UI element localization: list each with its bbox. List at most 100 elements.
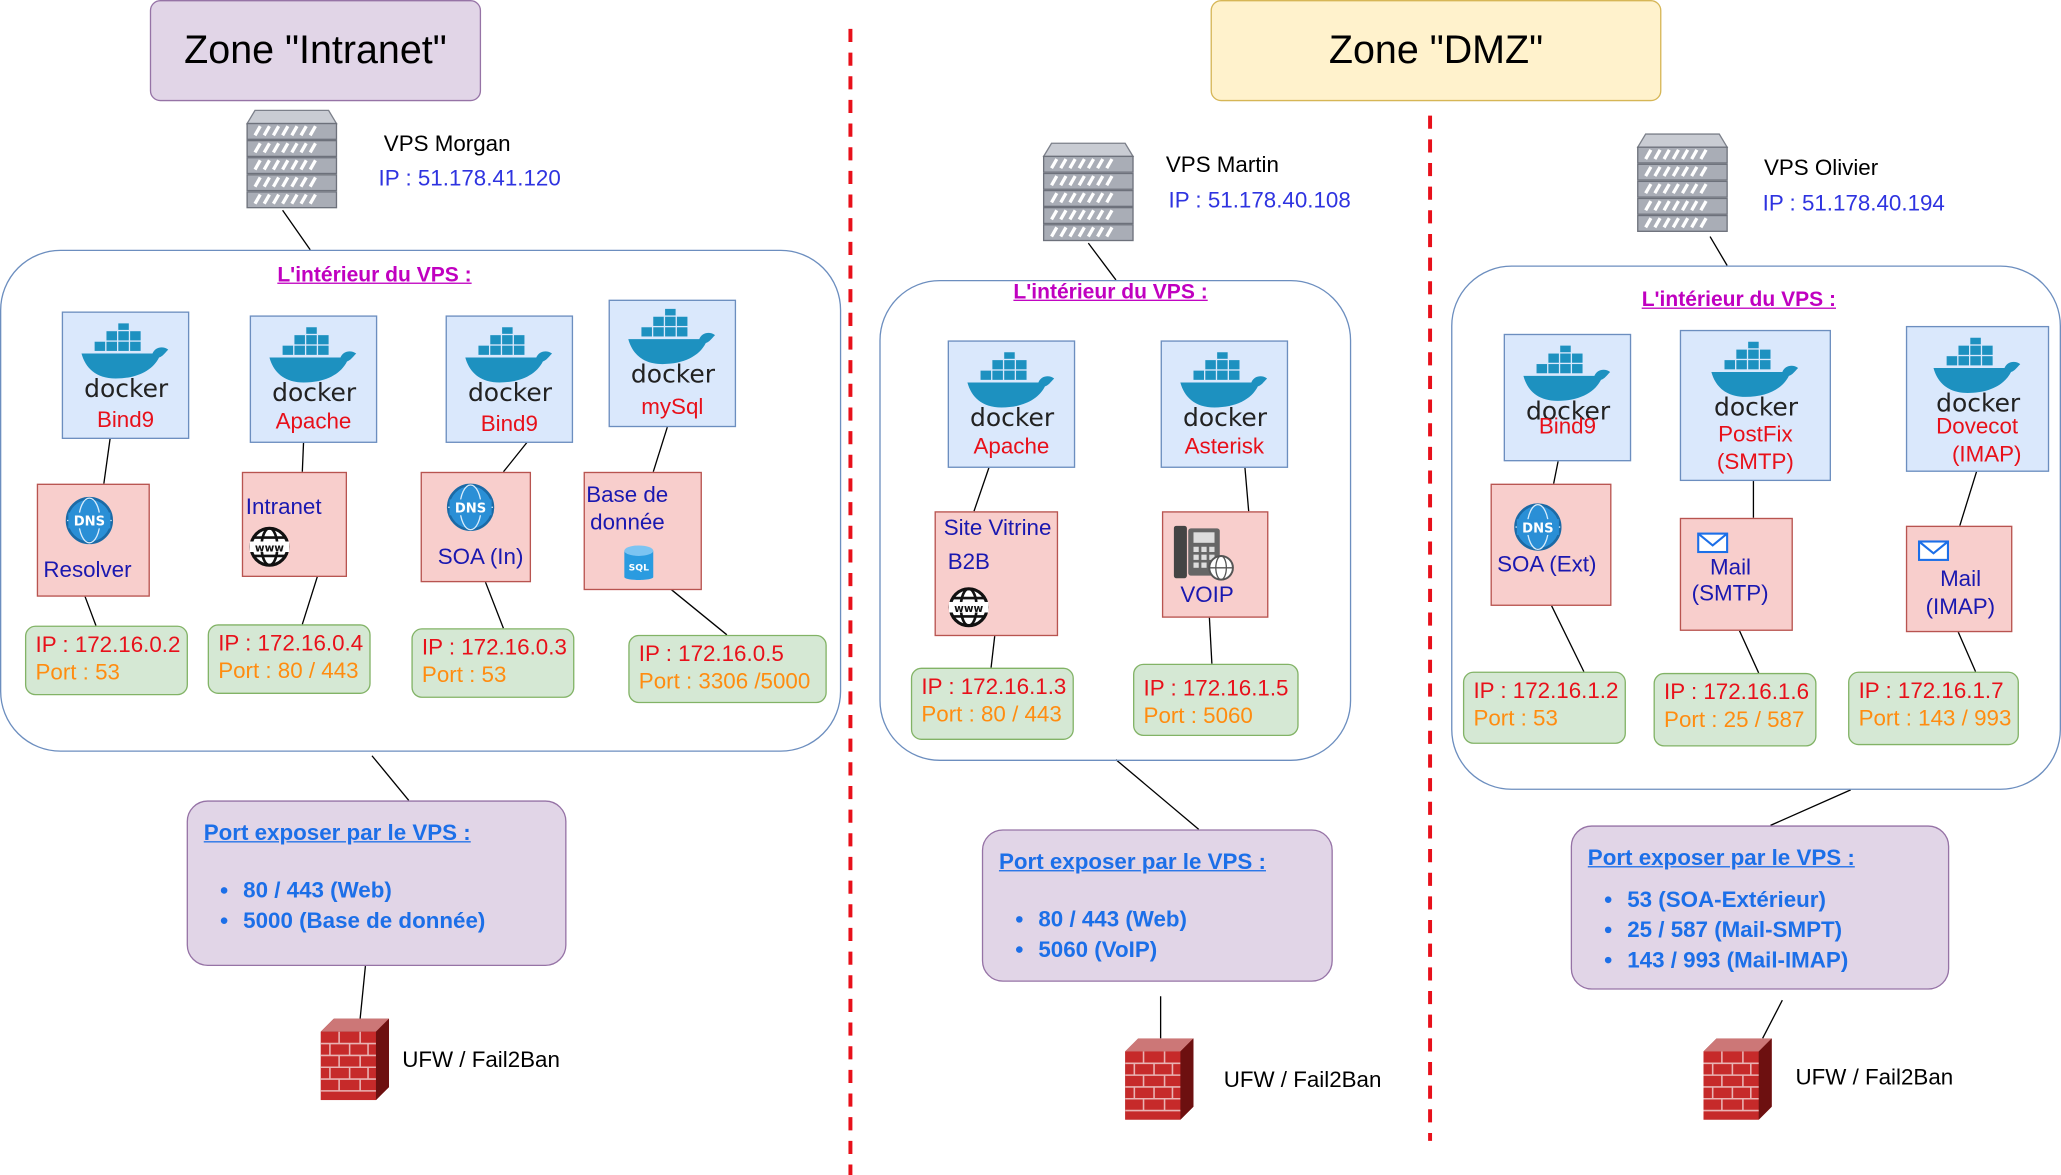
service-label: Base de	[586, 482, 669, 508]
network-info-box: IP : 172.16.0.4 Port : 80 / 443	[207, 624, 371, 694]
svg-text:docker: docker	[969, 403, 1054, 432]
exposed-port-item: 80 / 443 (Web)	[1038, 904, 1187, 934]
dns-icon: DNS	[65, 496, 114, 545]
docker-logo-icon: docker	[1932, 337, 2020, 417]
service-label: (SMTP)	[1691, 580, 1769, 606]
svg-text:SQL: SQL	[629, 562, 649, 573]
exposed-ports-panel: Port exposer par le VPS : 53 (SOA-Extéri…	[1570, 825, 1950, 990]
www-globe-icon: www	[948, 587, 989, 628]
service-box: Intranet www	[241, 471, 348, 577]
container-ip: IP : 172.16.1.7	[1858, 678, 2004, 704]
exposed-ports-panel: Port exposer par le VPS : 80 / 443 (Web)…	[186, 800, 567, 967]
docker-logo-icon: docker	[80, 323, 168, 403]
firewall-icon	[320, 1018, 390, 1101]
exposed-port-item: 5060 (VoIP)	[1038, 934, 1187, 964]
container-port: Port : 25 / 587	[1664, 707, 1805, 733]
network-info-box: IP : 172.16.1.5 Port : 5060	[1133, 663, 1299, 737]
service-label: Intranet	[245, 494, 322, 520]
docker-container: docker PostFix (SMTP)	[1679, 329, 1831, 482]
service-box: DNS SOA (In)	[420, 471, 532, 583]
service-box: DNS Resolver	[36, 483, 150, 597]
network-info-box: IP : 172.16.1.6 Port : 25 / 587	[1653, 672, 1817, 747]
container-name: (SMTP)	[1716, 449, 1794, 475]
container-port: Port : 5060	[1143, 703, 1253, 729]
firewall-label: UFW / Fail2Ban	[402, 1047, 560, 1073]
vps-ip: IP : 51.178.41.120	[378, 165, 561, 191]
container-ip: IP : 172.16.0.5	[638, 641, 784, 667]
service-label: VOIP	[1180, 582, 1234, 608]
svg-text:docker: docker	[1182, 403, 1267, 432]
exposed-ports-heading: Port exposer par le VPS :	[998, 849, 1266, 875]
vps-name: VPS Martin	[1165, 152, 1279, 178]
docker-logo-icon: docker	[966, 352, 1054, 432]
container-ip: IP : 172.16.1.2	[1473, 678, 1619, 704]
container-port: Port : 3306 /5000	[638, 668, 811, 694]
service-label: donnée	[590, 509, 665, 535]
docker-logo-icon: docker	[1710, 341, 1798, 421]
svg-text:DNS: DNS	[74, 515, 105, 530]
exposed-port-item: 143 / 993 (Mail-IMAP)	[1627, 945, 1848, 975]
exposed-port-item: 53 (SOA-Extérieur)	[1627, 885, 1848, 915]
container-name: Bind9	[480, 411, 538, 437]
vps-name: VPS Morgan	[383, 131, 511, 157]
network-info-box: IP : 172.16.0.3 Port : 53	[411, 628, 575, 698]
service-box: DNS SOA (Ext)	[1490, 483, 1612, 606]
vps-interior-title: L'intérieur du VPS :	[1641, 289, 1837, 312]
svg-text:docker: docker	[271, 378, 356, 407]
exposed-ports-heading: Port exposer par le VPS :	[1587, 845, 1855, 871]
service-box: Site Vitrine B2B www	[934, 511, 1059, 637]
vps-interior-title: L'intérieur du VPS :	[1013, 281, 1208, 304]
exposed-ports-list: 80 / 443 (Web) 5000 (Base de donnée)	[204, 875, 485, 936]
www-globe-icon: www	[249, 526, 290, 567]
firewall-label: UFW / Fail2Ban	[1223, 1067, 1382, 1093]
zone-intranet-title: Zone "Intranet"	[149, 0, 482, 102]
svg-text:www: www	[255, 542, 284, 554]
service-label: SOA (Ext)	[1497, 552, 1597, 577]
container-ip: IP : 172.16.0.3	[421, 634, 567, 660]
vps-interior-panel	[0, 249, 842, 752]
container-port: Port : 80 / 443	[921, 701, 1062, 727]
container-ip: IP : 172.16.0.4	[218, 630, 364, 656]
exposed-port-item: 80 / 443 (Web)	[243, 875, 485, 905]
service-label: B2B	[947, 549, 990, 575]
service-label: SOA (In)	[437, 544, 524, 570]
vps-interior-title: L'intérieur du VPS :	[277, 264, 472, 287]
vps-ip: IP : 51.178.40.108	[1168, 187, 1351, 213]
exposed-port-item: 5000 (Base de donnée)	[243, 906, 485, 936]
container-port: Port : 53	[1473, 705, 1558, 731]
mail-icon	[1917, 540, 1950, 561]
container-name: (IMAP)	[1951, 441, 2022, 467]
service-box: Mail (SMTP)	[1679, 517, 1793, 631]
network-info-box: IP : 172.16.1.7 Port : 143 / 993	[1848, 671, 2019, 746]
service-box: Base de donnée SQL	[583, 471, 702, 591]
svg-text:docker: docker	[1713, 392, 1798, 421]
server-rack-icon	[245, 109, 338, 209]
firewall-icon	[1125, 1038, 1194, 1120]
svg-text:docker: docker	[630, 359, 715, 388]
mail-icon	[1697, 532, 1729, 554]
vps-name: VPS Olivier	[1763, 155, 1879, 181]
exposed-ports-list: 80 / 443 (Web) 5060 (VoIP)	[999, 904, 1187, 964]
docker-container: docker Apache	[249, 315, 378, 443]
docker-container: docker Bind9	[1503, 333, 1632, 462]
service-label: Resolver	[43, 557, 132, 583]
container-name: PostFix	[1718, 421, 1793, 447]
docker-logo-icon: docker	[627, 308, 715, 388]
service-box: Mail (IMAP)	[1905, 525, 2013, 633]
server-rack-icon	[1636, 133, 1729, 232]
container-name: Asterisk	[1184, 433, 1265, 459]
vps-ip: IP : 51.178.40.194	[1762, 190, 1945, 216]
container-name: Apache	[973, 433, 1050, 459]
vps-interior-panel	[879, 279, 1352, 761]
dns-icon: DNS	[446, 483, 495, 531]
network-info-box: IP : 172.16.0.5 Port : 3306 /5000	[628, 634, 827, 704]
container-name: mySql	[641, 394, 704, 420]
exposed-ports-panel: Port exposer par le VPS : 80 / 443 (Web)…	[981, 829, 1333, 982]
sql-database-icon: SQL	[624, 545, 654, 580]
docker-container: docker Dovecot (IMAP)	[1905, 325, 2050, 472]
container-ip: IP : 172.16.0.2	[35, 632, 181, 658]
container-name: Apache	[275, 408, 352, 434]
zone-dmz-title: Zone "DMZ"	[1210, 0, 1662, 102]
svg-text:www: www	[954, 603, 983, 615]
